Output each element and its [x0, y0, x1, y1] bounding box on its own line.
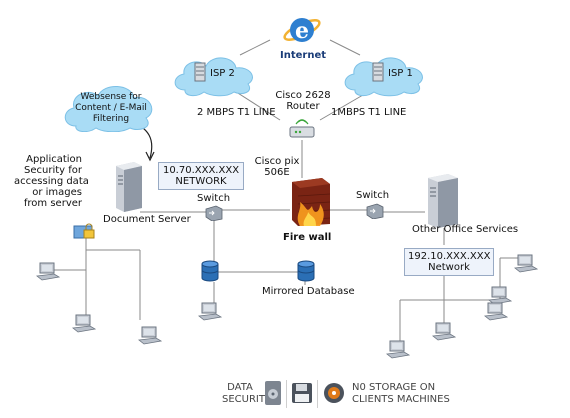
firewall-device-label: Cisco pix 506E	[252, 156, 302, 178]
cd-icon	[323, 382, 345, 404]
document-server-label: Document Server	[103, 214, 191, 225]
router-label: Cisco 2628 Router	[270, 90, 336, 112]
firewall-device-label-line1: Cisco pix	[254, 156, 300, 167]
database-icon	[201, 260, 219, 282]
no-storage-label: N0 STORAGE ON CLIENTS MACHINES	[352, 382, 450, 406]
router-icon	[288, 118, 316, 140]
no-storage-line1: N0 STORAGE ON	[352, 382, 436, 393]
floppy-icon	[291, 382, 313, 404]
app-security-label: Application Security for accessing data …	[14, 154, 89, 209]
firewall-icon	[286, 176, 334, 228]
network-left-line1: 10.70.XXX.XXX	[162, 165, 240, 176]
isp2-label: ISP 2	[210, 68, 235, 79]
internet-label: Internet	[280, 50, 327, 61]
app-security-line1: Application	[26, 154, 82, 165]
line-right-label: 1MBPS T1 LINE	[331, 107, 407, 118]
network-right-box: 192.10.XXX.XXX Network	[404, 248, 494, 276]
cloud-icon	[62, 82, 158, 133]
cloud-icon	[340, 52, 430, 97]
network-left-box: 10.70.XXX.XXX NETWORK	[158, 162, 244, 190]
network-right-line1: 192.10.XXX.XXX	[408, 251, 491, 262]
data-security-line2: SECURITY	[222, 394, 272, 405]
firewall-device-label-line2: 506E	[264, 167, 290, 178]
svg-text:e: e	[295, 18, 309, 44]
workstation-icon	[514, 254, 539, 274]
router-label-line2: Router	[286, 101, 320, 112]
app-security-line3: accessing data	[14, 176, 89, 187]
app-security-line2: Security for	[24, 165, 82, 176]
no-storage-line2: CLIENTS MACHINES	[352, 394, 450, 405]
line-left-label: 2 MBPS T1 LINE	[197, 107, 276, 118]
workstation-icon	[72, 314, 97, 334]
office-services-label: Other Office Services	[412, 224, 519, 235]
server-rack-icon	[372, 62, 384, 82]
server-rack-icon	[194, 62, 206, 82]
switch-left-label: Switch	[197, 193, 231, 204]
websense-label: Websense for Content / E-Mail Filtering	[66, 92, 156, 125]
app-security-line5: from server	[23, 198, 82, 209]
workstation-icon	[386, 340, 411, 360]
router-label-line1: Cisco 2628	[275, 90, 331, 101]
workstation-icon	[484, 302, 509, 322]
data-security-label: DATA SECURITY	[222, 382, 272, 406]
switch-icon	[366, 203, 384, 220]
workstation-icon	[138, 326, 163, 346]
websense-label-line2: Content / E-Mail	[75, 103, 147, 113]
app-security-line4: or images	[32, 187, 82, 198]
isp1-label: ISP 1	[388, 68, 413, 79]
workstation-icon	[198, 302, 223, 322]
server-tower-icon	[424, 172, 460, 228]
workstation-icon	[432, 322, 457, 342]
network-right-line2: Network	[428, 262, 470, 273]
divider	[317, 380, 318, 408]
network-left-line2: NETWORK	[175, 176, 227, 187]
internet-explorer-icon: e	[282, 12, 322, 48]
mirrored-db-label: Mirrored Database	[262, 286, 355, 297]
workstation-icon	[36, 262, 61, 282]
websense-label-line1: Websense for	[80, 92, 142, 102]
server-tower-icon	[112, 160, 144, 212]
websense-label-line3: Filtering	[92, 114, 130, 124]
cloud-icon	[170, 52, 260, 97]
firewall-label: Fire wall	[283, 232, 332, 243]
lock-icon	[72, 220, 98, 242]
switch-icon	[205, 205, 223, 222]
database-icon	[297, 260, 315, 282]
switch-right-label: Switch	[356, 190, 390, 201]
divider	[286, 380, 287, 408]
data-security-line1: DATA	[227, 382, 253, 393]
disk-icon	[264, 380, 282, 406]
